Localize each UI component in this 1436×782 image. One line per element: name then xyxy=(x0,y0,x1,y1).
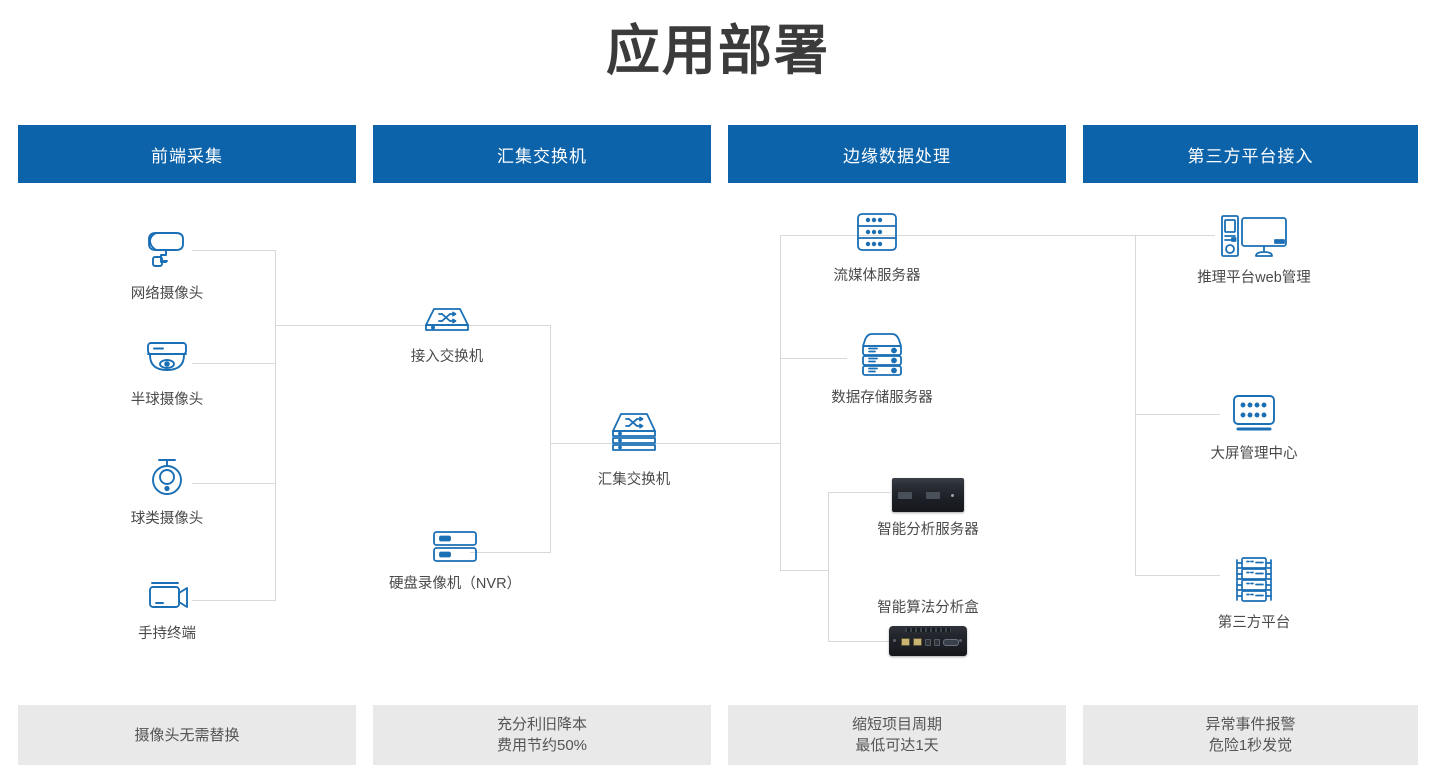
video-wall-icon xyxy=(1225,392,1283,436)
third-party-platform-icon xyxy=(1225,555,1283,605)
footer-line: 缩短项目周期 xyxy=(851,716,942,733)
workstation-monitor-icon xyxy=(1214,212,1294,260)
column-header-aggregation-switch[interactable]: 汇集交换机 xyxy=(373,125,711,183)
connector-algorithm-box-stub xyxy=(828,641,890,642)
node-access-switch[interactable]: 接入交换机 xyxy=(347,303,547,367)
node-third-party-platform[interactable]: 第三方平台 xyxy=(1154,555,1354,633)
connector-bus-column2 xyxy=(550,325,551,552)
connector-analysis-server-stub xyxy=(828,492,890,493)
node-label: 球类摄像头 xyxy=(130,511,204,527)
footer-line: 充分利旧降本 xyxy=(496,716,587,733)
node-dome-camera[interactable]: 半球摄像头 xyxy=(67,340,267,410)
node-label: 智能算法分析盒 xyxy=(877,600,979,616)
page-title: 应用部署 xyxy=(606,21,830,81)
node-label: 第三方平台 xyxy=(1217,615,1291,631)
node-label: 智能分析服务器 xyxy=(877,522,979,538)
footer-line: 最低可达1天 xyxy=(855,737,939,754)
node-label: 大屏管理中心 xyxy=(1210,446,1298,462)
aggregation-switch-icon xyxy=(603,410,665,462)
algorithm-box-photo xyxy=(889,626,967,656)
connector-column3-to-column4 xyxy=(780,235,1136,236)
footer-front-end-collection: 摄像头无需替换 xyxy=(18,705,356,765)
streaming-server-icon xyxy=(848,210,906,258)
node-label: 流媒体服务器 xyxy=(833,268,921,284)
connector-web-management-stub xyxy=(1135,235,1215,236)
node-video-wall-center[interactable]: 大屏管理中心 xyxy=(1154,392,1354,464)
node-label: 网络摄像头 xyxy=(130,286,204,302)
access-switch-icon xyxy=(416,303,478,339)
node-algorithm-box[interactable]: 智能算法分析盒 xyxy=(828,598,1028,656)
node-label: 数据存储服务器 xyxy=(831,390,933,406)
nvr-icon xyxy=(424,528,486,566)
connector-bus-column3 xyxy=(780,235,781,570)
connector-nvr-stub xyxy=(470,552,551,553)
connector-video-wall-stub xyxy=(1135,414,1220,415)
node-ptz-camera[interactable]: 球类摄像头 xyxy=(67,455,267,529)
connector-column2-to-aggregation-switch xyxy=(550,443,620,444)
node-label: 汇集交换机 xyxy=(597,472,671,488)
connector-network-camera xyxy=(192,250,276,251)
node-label: 手持终端 xyxy=(138,626,196,642)
footer-aggregation-switch: 充分利旧降本 费用节约50% xyxy=(373,705,711,765)
storage-server-icon xyxy=(853,330,911,380)
footer-line: 费用节约50% xyxy=(496,737,588,754)
dome-camera-icon xyxy=(139,340,195,382)
node-label: 接入交换机 xyxy=(410,349,484,365)
connector-column3-sub-bus-join xyxy=(780,570,829,571)
connector-dome-camera xyxy=(192,363,276,364)
column-header-third-party-platform-access[interactable]: 第三方平台接入 xyxy=(1083,125,1418,183)
ptz-dome-camera-icon xyxy=(139,455,195,501)
connector-access-switch-stub xyxy=(470,325,551,326)
column-header-edge-data-processing[interactable]: 边缘数据处理 xyxy=(728,125,1066,183)
connector-ptz-camera xyxy=(192,483,276,484)
footer-third-party-platform-access: 异常事件报警 危险1秒发觉 xyxy=(1083,705,1418,765)
connector-storage-server-stub xyxy=(780,358,847,359)
node-aggregation-switch[interactable]: 汇集交换机 xyxy=(534,410,734,490)
node-nvr[interactable]: 硬盘录像机（NVR） xyxy=(355,528,555,594)
node-streaming-server[interactable]: 流媒体服务器 xyxy=(777,210,977,286)
node-storage-server[interactable]: 数据存储服务器 xyxy=(782,330,982,408)
connector-column1-to-access-switch xyxy=(275,325,475,326)
connector-bus-column4 xyxy=(1135,235,1136,575)
connector-bus-column1 xyxy=(275,250,276,600)
footer-edge-data-processing: 缩短项目周期 最低可达1天 xyxy=(728,705,1066,765)
footer-line: 异常事件报警 xyxy=(1205,716,1296,733)
node-handheld-terminal[interactable]: 手持终端 xyxy=(67,578,267,644)
footer-line: 危险1秒发觉 xyxy=(1208,737,1293,754)
connector-sub-bus-analysis xyxy=(828,492,829,641)
node-analysis-server[interactable]: 智能分析服务器 xyxy=(828,478,1028,540)
bullet-camera-icon xyxy=(139,226,195,276)
analysis-server-photo xyxy=(892,478,964,512)
connector-aggregation-switch-to-column3 xyxy=(655,443,781,444)
node-label: 半球摄像头 xyxy=(130,392,204,408)
connector-third-party-platform-stub xyxy=(1135,575,1220,576)
node-label: 硬盘录像机（NVR） xyxy=(388,576,522,592)
node-network-camera[interactable]: 网络摄像头 xyxy=(67,226,267,304)
footer-line: 摄像头无需替换 xyxy=(134,726,240,744)
handheld-camcorder-icon xyxy=(139,578,195,616)
node-label: 推理平台web管理 xyxy=(1197,270,1311,286)
node-inference-web-management[interactable]: 推理平台web管理 xyxy=(1154,212,1354,288)
column-header-front-end-collection[interactable]: 前端采集 xyxy=(18,125,356,183)
connector-handheld-terminal xyxy=(192,600,276,601)
